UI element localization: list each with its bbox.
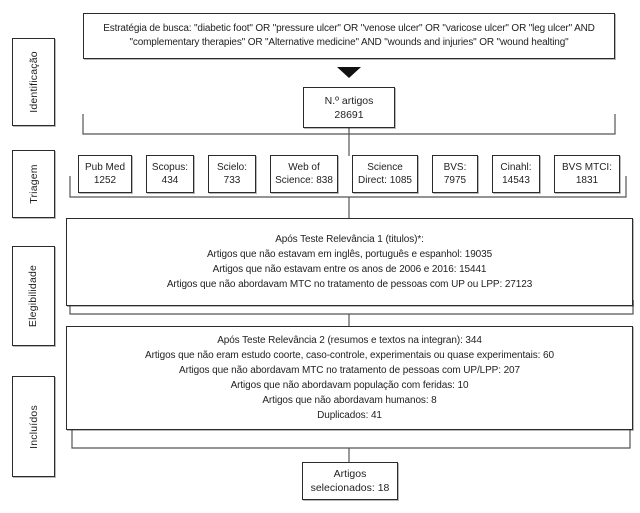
exclusion-reason: Artigos que não abordavam população com … <box>230 380 469 391</box>
exclusion-reason: Duplicados: 41 <box>317 410 382 421</box>
stage-label-identificacao: Identificação <box>27 51 40 113</box>
relevance-test-2-title: Após Teste Relevância 2 (resumos e texto… <box>217 335 482 346</box>
database-name: BVS MTCI: <box>561 162 612 173</box>
stage-box-triagem: Triagem <box>12 150 55 218</box>
selected-articles-line1: Artigos <box>333 468 367 480</box>
database-box-scielo: Scielo: 733 <box>208 155 256 193</box>
exclusion-reason: Artigos que não abordavam MTC no tratame… <box>179 365 520 376</box>
database-box-web-of-science: Web of Science: 838 <box>270 155 338 193</box>
stage-box-identificacao: Identificação <box>12 38 55 126</box>
bracket-test1-to-test2 <box>69 300 634 315</box>
stage-box-incluidos: Incluídos <box>12 376 55 477</box>
database-name: Pub Med <box>84 162 126 173</box>
total-articles-label: N.º artigos <box>324 94 374 107</box>
selected-articles-box: Artigos selecionados: 18 <box>302 462 398 500</box>
search-strategy-box: Estratégia de busca: "diabetic foot" OR … <box>83 13 615 59</box>
database-box-scopus: Scopus: 434 <box>146 155 194 193</box>
database-count: 1831 <box>575 175 599 186</box>
exclusion-reason: Artigos que não abordavam humanos: 8 <box>262 395 437 406</box>
database-count: 1252 <box>93 175 117 186</box>
search-strategy-line2: "complementary therapies" OR "Alternativ… <box>129 37 569 48</box>
database-count: 434 <box>161 175 179 186</box>
total-articles-box: N.º artigos 28691 <box>303 87 395 128</box>
database-count: 7975 <box>443 175 467 186</box>
databases-row: Pub Med 1252 Scopus: 434 Scielo: 733 Web… <box>78 155 620 193</box>
stage-label-triagem: Triagem <box>27 164 40 204</box>
exclusion-reason: Artigos que não estavam entre os anos de… <box>212 264 487 275</box>
relevance-test-2-box: Após Teste Relevância 2 (resumos e texto… <box>66 326 633 430</box>
database-name: Science <box>367 162 403 173</box>
search-strategy-line1: Estratégia de busca: "diabetic foot" OR … <box>103 23 595 34</box>
database-box-pubmed: Pub Med 1252 <box>78 155 132 193</box>
database-box-science-direct: Science Direct: 1085 <box>352 155 418 193</box>
bracket-databases-to-test1 <box>69 176 627 198</box>
down-arrow-icon <box>337 67 361 78</box>
database-name: Scielo: <box>216 162 247 173</box>
stage-label-elegibilidade: Elegibilidade <box>27 264 40 328</box>
database-box-bvs-mtci: BVS MTCI: 1831 <box>554 155 620 193</box>
database-count: Direct: 1085 <box>358 175 412 186</box>
bracket-test2-to-selected <box>71 426 631 449</box>
database-count: 14543 <box>502 175 530 186</box>
database-name: BVS: <box>443 162 467 173</box>
database-count: 733 <box>223 175 241 186</box>
stage-label-incluidos: Incluídos <box>27 404 40 449</box>
stage-box-elegibilidade: Elegibilidade <box>12 246 55 346</box>
total-articles-count: 28691 <box>334 108 364 121</box>
selected-articles-line2: selecionados: 18 <box>310 482 390 494</box>
exclusion-reason: Artigos que não estavam em inglês, portu… <box>206 249 493 260</box>
database-name: Cinahl: <box>500 162 532 173</box>
exclusion-reason: Artigos que não abordavam MTC no tratame… <box>166 279 533 290</box>
database-count: Science: 838 <box>275 175 333 186</box>
database-name: Scopus: <box>151 162 189 173</box>
database-name: Web of <box>288 162 320 173</box>
database-box-bvs: BVS: 7975 <box>432 155 478 193</box>
relevance-test-1-box: Após Teste Relevância 1 (titulos)*: Arti… <box>66 218 633 306</box>
relevance-test-1-title: Após Teste Relevância 1 (titulos)*: <box>275 234 424 245</box>
exclusion-reason: Artigos que não eram estudo coorte, caso… <box>145 350 554 361</box>
database-box-cinahl: Cinahl: 14543 <box>492 155 540 193</box>
